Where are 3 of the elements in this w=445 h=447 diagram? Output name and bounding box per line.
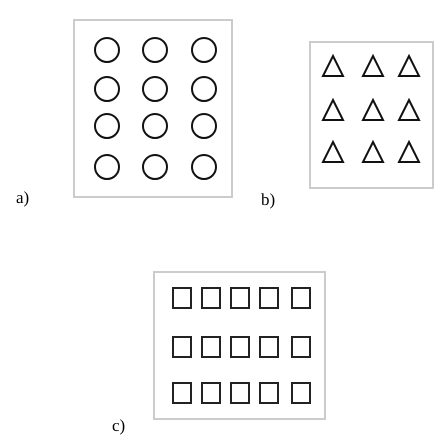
panel-label: b)	[261, 190, 276, 210]
panel-label: c)	[112, 416, 126, 436]
panel-label: a)	[16, 188, 30, 208]
